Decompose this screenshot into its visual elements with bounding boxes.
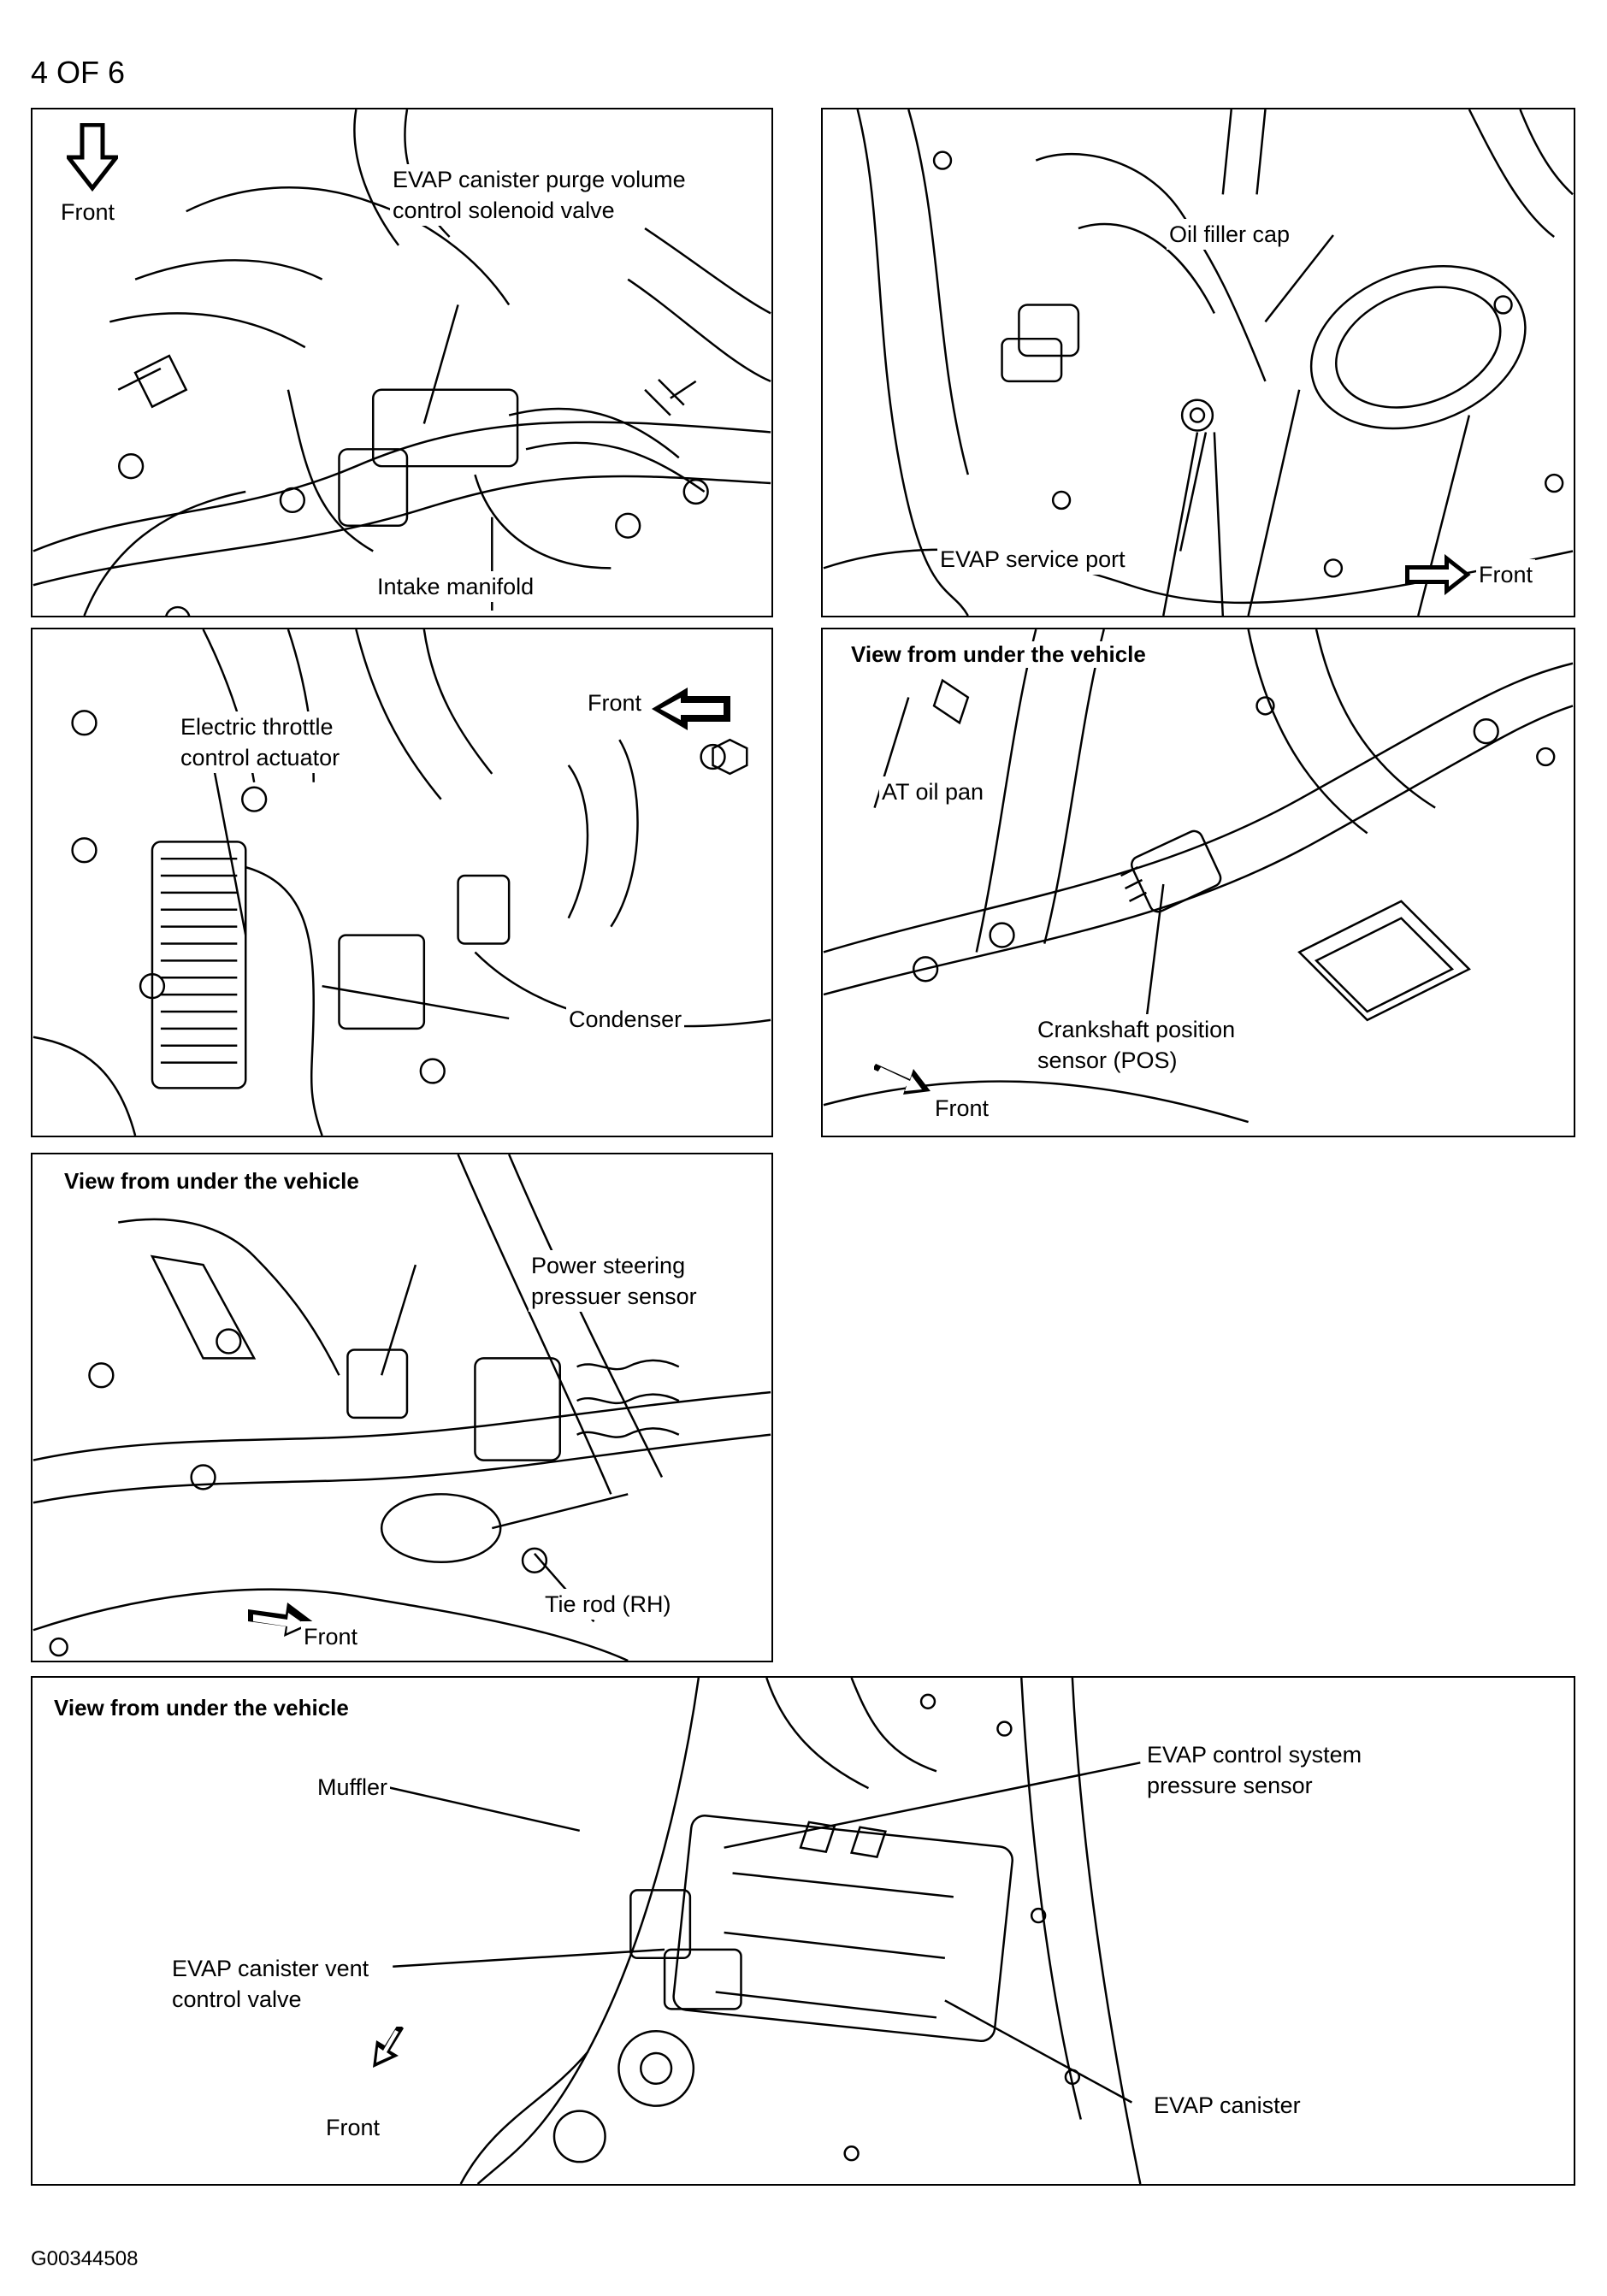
crankshaft-sensor-label-line: Crankshaft position: [1037, 1017, 1236, 1042]
panel-purge-valve: Front EVAP canister purge volume control…: [31, 108, 773, 617]
crankshaft-sensor-label: Crankshaft position sensor (POS): [1035, 1014, 1238, 1076]
engine-drawing-evap-canister: [384, 1678, 1142, 2184]
intake-manifold-label: Intake manifold: [375, 571, 537, 602]
panel-crankshaft: View from under the vehicle AT oil pan C…: [821, 628, 1575, 1137]
evap-vent-valve-label-line: control valve: [172, 1986, 302, 2012]
power-steering-sensor-label-line: Power steering: [531, 1253, 686, 1278]
power-steering-sensor-label-line: pressuer sensor: [531, 1284, 697, 1309]
evap-pressure-sensor-label-line: EVAP control system: [1147, 1742, 1362, 1768]
view-heading: View from under the vehicle: [848, 641, 1149, 668]
purge-valve-label: EVAP canister purge volume control solen…: [390, 164, 688, 226]
panel-throttle: Front Electric throttle control actuator…: [31, 628, 773, 1137]
throttle-actuator-label: Electric throttle control actuator: [178, 711, 343, 773]
front-label: Front: [58, 197, 118, 227]
view-heading: View from under the vehicle: [51, 1695, 352, 1721]
condenser-label: Condenser: [566, 1004, 685, 1035]
panel-evap-canister: View from under the vehicle Muffler EVAP…: [31, 1676, 1575, 2186]
front-arrow-icon: [67, 123, 118, 192]
view-heading: View from under the vehicle: [62, 1168, 362, 1195]
at-oil-pan-label: AT oil pan: [879, 776, 987, 807]
panel-service-port: Oil filler cap EVAP service port Front: [821, 108, 1575, 617]
front-label: Front: [301, 1621, 361, 1652]
power-steering-sensor-label: Power steering pressuer sensor: [529, 1250, 700, 1312]
evap-vent-valve-label: EVAP canister vent control valve: [169, 1953, 372, 2015]
evap-vent-valve-label-line: EVAP canister vent: [172, 1956, 369, 1981]
evap-canister-label: EVAP canister: [1151, 2090, 1303, 2121]
oil-filler-cap-label: Oil filler cap: [1167, 219, 1293, 250]
engine-drawing-service-port: [823, 109, 1574, 616]
front-arrow-icon: [373, 2027, 404, 2068]
page-number: 4 OF 6: [31, 55, 126, 90]
front-arrow-icon: [1405, 554, 1471, 595]
crankshaft-sensor-label-line: sensor (POS): [1037, 1048, 1178, 1073]
engine-drawing-purge-valve: [32, 109, 771, 616]
tie-rod-label: Tie rod (RH): [542, 1589, 674, 1620]
front-label: Front: [932, 1093, 992, 1124]
front-label: Front: [585, 688, 645, 718]
front-arrow-icon: [652, 688, 730, 730]
evap-pressure-sensor-label: EVAP control system pressure sensor: [1144, 1739, 1365, 1801]
front-label: Front: [1476, 559, 1536, 590]
throttle-actuator-label-line: control actuator: [180, 745, 340, 770]
evap-pressure-sensor-label-line: pressure sensor: [1147, 1773, 1313, 1798]
front-label: Front: [323, 2112, 383, 2143]
document-id: G00344508: [31, 2247, 139, 2270]
engine-drawing-power-steering: [32, 1154, 771, 1661]
purge-valve-label-line: control solenoid valve: [393, 198, 615, 223]
front-arrow-icon: [248, 1602, 315, 1637]
front-arrow-icon: [874, 1064, 931, 1095]
purge-valve-label-line: EVAP canister purge volume: [393, 167, 686, 192]
panel-power-steering: View from under the vehicle Power steeri…: [31, 1153, 773, 1662]
engine-drawing-crankshaft: [823, 629, 1574, 1124]
muffler-label: Muffler: [315, 1772, 391, 1803]
throttle-actuator-label-line: Electric throttle: [180, 714, 334, 740]
evap-service-port-label: EVAP service port: [937, 544, 1128, 575]
